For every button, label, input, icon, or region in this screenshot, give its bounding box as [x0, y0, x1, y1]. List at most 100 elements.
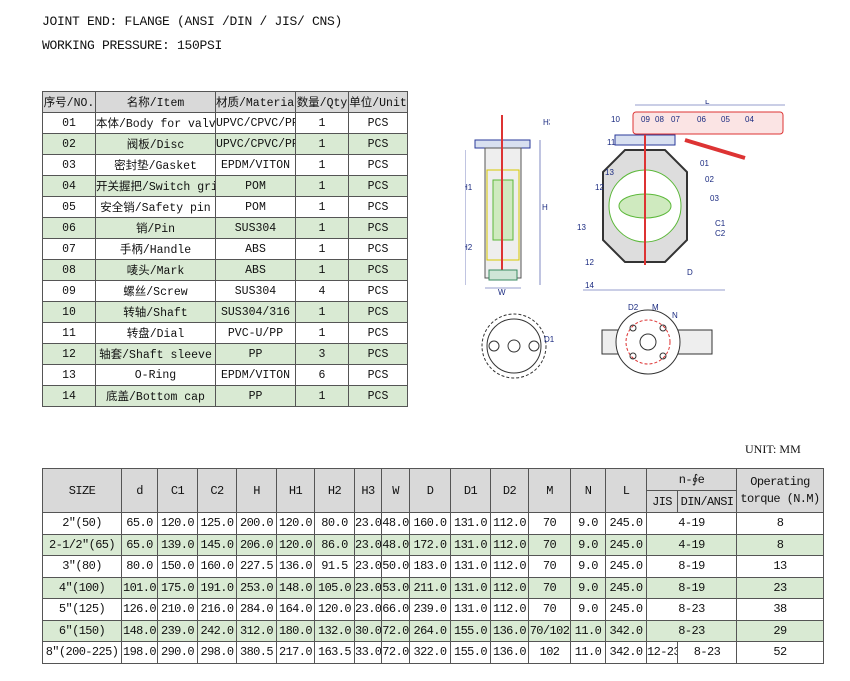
dims-value-cell: 216.0 [197, 598, 237, 621]
parts-cell: 1 [295, 133, 349, 155]
dims-value-cell: 191.0 [197, 576, 237, 599]
dims-value-cell: 210.0 [157, 598, 198, 621]
label-h2: H2 [465, 243, 473, 252]
parts-cell: 12 [42, 343, 96, 365]
parts-cell: EPDM/VITON [215, 154, 296, 176]
parts-cell: PP [215, 385, 296, 407]
dims-value-cell: 342.0 [605, 641, 647, 664]
dims-value-cell: 112.0 [490, 598, 529, 621]
parts-cell: 05 [42, 196, 96, 218]
dims-header-cell: C2 [197, 468, 237, 513]
torque-cell: 8 [736, 512, 824, 535]
joint-end-text: JOINT END: FLANGE (ANSI /DIN / JIS/ CNS) [42, 14, 343, 29]
dims-value-cell: 155.0 [450, 619, 491, 642]
dims-value-cell: 9.0 [570, 555, 606, 578]
dims-value-cell: 198.0 [121, 641, 158, 664]
dims-value-cell: 164.0 [276, 598, 315, 621]
dims-header-cell: L [605, 468, 647, 513]
dims-value-cell: 23.0 [354, 598, 382, 621]
dims-value-cell: 33.0 [354, 641, 382, 664]
parts-cell: 09 [42, 280, 96, 302]
parts-cell: 底盖/Bottom cap [95, 385, 216, 407]
parts-cell: O-Ring [95, 364, 216, 386]
parts-cell: SUS304 [215, 217, 296, 239]
dims-value-cell: 23.0 [354, 555, 382, 578]
dims-value-cell: 148.0 [121, 619, 158, 642]
size-cell: 8″(200-225) [42, 641, 122, 664]
parts-cell: 11 [42, 322, 96, 344]
dims-value-cell: 245.0 [605, 598, 647, 621]
dims-value-cell: 180.0 [276, 619, 315, 642]
torque-cell: 23 [736, 576, 824, 599]
dims-value-cell: 298.0 [197, 641, 237, 664]
dims-value-cell: 131.0 [450, 598, 491, 621]
dims-value-cell: 112.0 [490, 555, 529, 578]
parts-cell: 06 [42, 217, 96, 239]
dims-value-cell: 239.0 [409, 598, 451, 621]
parts-cell: PCS [348, 112, 408, 134]
dims-value-cell: 245.0 [605, 555, 647, 578]
dims-value-cell: 211.0 [409, 576, 451, 599]
parts-cell: EPDM/VITON [215, 364, 296, 386]
dims-value-cell: 65.0 [121, 533, 158, 556]
dims-value-cell: 11.0 [570, 619, 606, 642]
parts-cell: PCS [348, 217, 408, 239]
label-d: D [687, 268, 693, 277]
dims-value-cell: 131.0 [450, 533, 491, 556]
dims-value-cell: 290.0 [157, 641, 198, 664]
parts-cell: ABS [215, 259, 296, 281]
parts-cell: 轴套/Shaft sleeve [95, 343, 216, 365]
dims-value-cell: 23.0 [354, 512, 382, 535]
ne-cell: 8-19 [646, 555, 737, 578]
dims-value-cell: 50.0 [381, 555, 410, 578]
dims-value-cell: 131.0 [450, 576, 491, 599]
dims-value-cell: 9.0 [570, 533, 606, 556]
size-cell: 6″(150) [42, 619, 122, 642]
parts-cell: 1 [295, 322, 349, 344]
parts-cell: 1 [295, 217, 349, 239]
label-l: L [705, 100, 710, 106]
dims-value-cell: 132.0 [314, 619, 355, 642]
dims-value-cell: 30.0 [354, 619, 382, 642]
label-part-07: 07 [671, 115, 680, 124]
parts-cell: 本体/Body for valve [95, 112, 216, 134]
dims-value-cell: 9.0 [570, 576, 606, 599]
label-part-05: 05 [721, 115, 730, 124]
dims-value-cell: 72.0 [381, 619, 410, 642]
dims-value-cell: 120.0 [276, 533, 315, 556]
dims-value-cell: 112.0 [490, 512, 529, 535]
label-part-08: 08 [655, 115, 664, 124]
dims-header-cell: d [121, 468, 158, 513]
ne-subheader-cell: JIS [646, 490, 678, 513]
dims-value-cell: 48.0 [381, 512, 410, 535]
dims-header-cell: N [570, 468, 606, 513]
ne-cell: 4-19 [646, 533, 737, 556]
parts-cell: 密封垫/Gasket [95, 154, 216, 176]
parts-cell: 阀板/Disc [95, 133, 216, 155]
size-cell: 2-1/2″(65) [42, 533, 122, 556]
label-d2: D2 [628, 303, 639, 312]
dims-value-cell: 125.0 [197, 512, 237, 535]
valve-top-view-drawing: D1 [481, 313, 555, 379]
parts-cell: 1 [295, 259, 349, 281]
label-c2: C2 [715, 229, 726, 238]
dims-header-cell: W [381, 468, 410, 513]
parts-cell: UPVC/CPVC/PPH [215, 112, 296, 134]
parts-cell: PCS [348, 154, 408, 176]
dims-value-cell: 102 [528, 641, 571, 664]
dims-value-cell: 70 [528, 512, 571, 535]
working-pressure-text: WORKING PRESSURE: 150PSI [42, 38, 223, 53]
dims-header-cell: C1 [157, 468, 198, 513]
dims-value-cell: 136.0 [276, 555, 315, 578]
dims-value-cell: 120.0 [157, 512, 198, 535]
